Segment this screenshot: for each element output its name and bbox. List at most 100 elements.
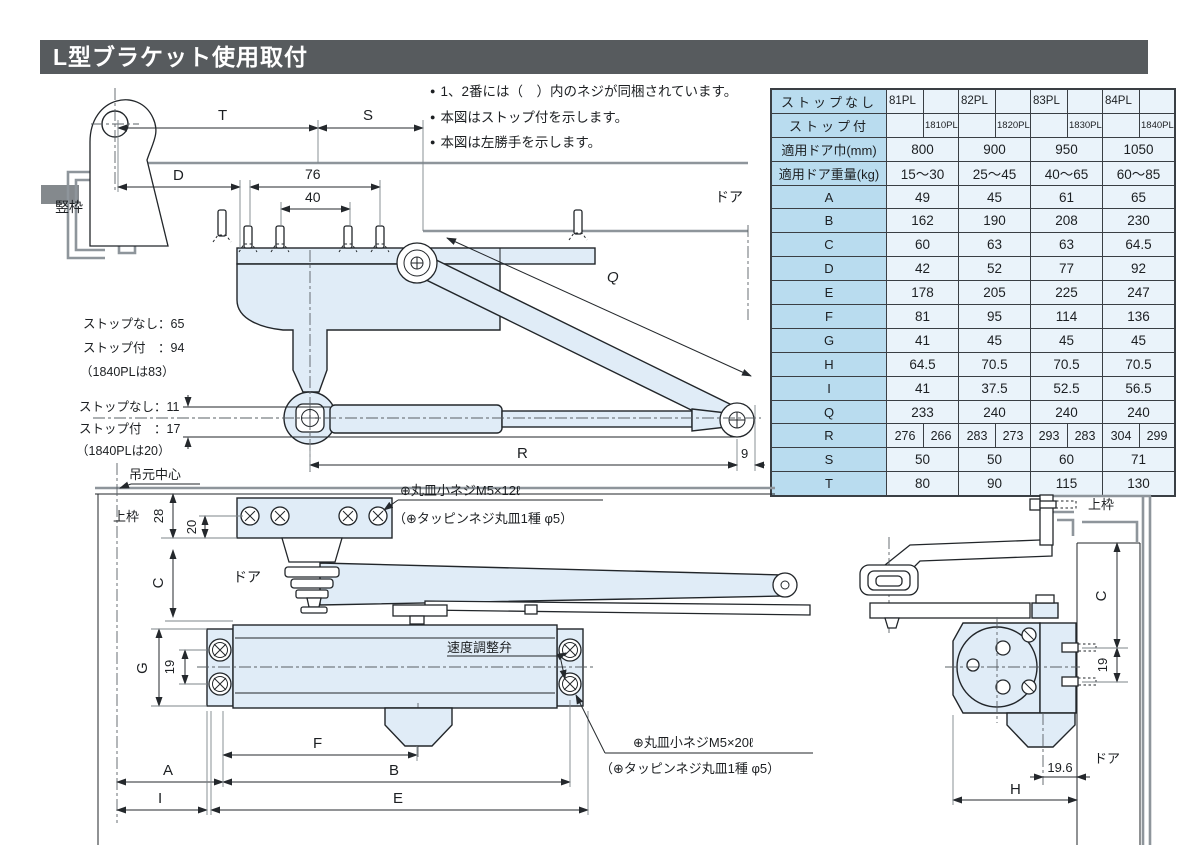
frame-and-door-lines — [95, 463, 775, 845]
table-row-label: H — [770, 351, 887, 377]
annotations-front-view — [119, 481, 813, 754]
dim-label-b: B — [389, 762, 399, 779]
bullet-icon: ● — [430, 86, 436, 96]
dim-label-c: C — [1093, 590, 1110, 601]
screw — [370, 225, 390, 253]
dim-label-d: D — [173, 167, 184, 184]
table-cell: 70.5 — [1102, 351, 1176, 377]
table-row-label: S — [770, 447, 887, 473]
screw-note: （⊕タッピンネジ丸皿1種 φ5） — [600, 761, 780, 776]
dim-label-19-6: 19.6 — [1047, 760, 1072, 775]
table-cell: 266 — [923, 423, 959, 449]
note-line: ● 本図は左勝手を示します。 — [430, 131, 737, 157]
screw — [238, 225, 258, 253]
table-cell: 52 — [958, 256, 1031, 282]
dim-label-t: T — [218, 107, 227, 124]
dim-label-19: 19 — [162, 660, 177, 674]
screw-head — [368, 506, 388, 526]
table-row-label: F — [770, 304, 887, 329]
label-valve: 速度調整弁 — [447, 640, 512, 655]
screw-head — [270, 506, 290, 526]
note-text: 本図は左勝手を示します。 — [440, 135, 602, 150]
dim-label-r: R — [517, 445, 528, 462]
table-cell: 283 — [958, 423, 996, 449]
screw — [338, 225, 358, 253]
bullet-icon: ● — [430, 111, 436, 122]
bracket-and-arm-side-view — [859, 494, 1077, 635]
screw-head — [558, 638, 582, 662]
notes-list: ● 1、2番には（ ）内のネジが同梱されています。 ● 本図はストップ付を示しま… — [430, 80, 737, 157]
dim-label-20: 20 — [184, 520, 199, 534]
table-cell: 83PL — [1030, 88, 1068, 114]
table-cell: 240 — [1102, 399, 1176, 425]
table-cell: 49 — [886, 184, 959, 210]
dim-label-28: 28 — [151, 509, 166, 523]
table-cell: 136 — [1102, 304, 1176, 329]
table-cell — [923, 88, 959, 114]
table-cell: 276 — [886, 423, 924, 449]
stop-note: （1840PLは83） — [80, 365, 175, 379]
table-cell: 178 — [886, 280, 959, 306]
label-uwawaku: 上枠 — [113, 509, 139, 524]
table-cell: 37.5 — [958, 375, 1031, 401]
page-title: L型ブラケット使用取付 — [40, 40, 1148, 74]
dim-label-a: A — [163, 762, 173, 779]
screw-head — [338, 506, 358, 526]
table-cell: 299 — [1139, 423, 1176, 449]
table-cell: 82PL — [958, 88, 996, 114]
table-cell: 293 — [1030, 423, 1068, 449]
side-view-drawing: 上枠 C 19 ドア 19.6 H — [859, 494, 1152, 845]
table-cell: 41 — [886, 327, 959, 353]
bullet-icon: ● — [430, 137, 436, 147]
l-bracket — [89, 88, 169, 247]
table-cell — [958, 112, 996, 138]
table-cell: 247 — [1102, 280, 1176, 306]
table-row-label: 適用ドア重量(kg) — [770, 160, 887, 186]
table-cell: 1050 — [1102, 136, 1176, 162]
table-row-label: A — [770, 184, 887, 210]
table-cell: 64.5 — [1102, 232, 1176, 258]
table-cell: 81 — [886, 304, 959, 329]
table-cell: 283 — [1067, 423, 1103, 449]
dimensions-top-view — [117, 120, 765, 471]
table-cell: 52.5 — [1030, 375, 1103, 401]
label-hinge-center: 吊元中心 — [129, 467, 181, 482]
table-cell: 60〜85 — [1102, 160, 1176, 186]
table-cell: 304 — [1102, 423, 1140, 449]
table-row-label: R — [770, 423, 887, 449]
table-cell: 950 — [1030, 136, 1103, 162]
stop-note: ストップ付 ：94 — [83, 341, 184, 355]
front-view-drawing: 吊元中心 上枠 28 20 C ドア G 19 速度調整弁 ⊕丸皿小ネジM5×1… — [95, 463, 813, 845]
screw-head — [240, 506, 260, 526]
table-cell: 56.5 — [1102, 375, 1176, 401]
table-cell: 225 — [1030, 280, 1103, 306]
table-cell: 61 — [1030, 184, 1103, 210]
table-cell: 1830PL — [1067, 112, 1103, 138]
table-cell: 1840PL — [1139, 112, 1176, 138]
screw — [212, 209, 232, 243]
table-cell: 15〜30 — [886, 160, 959, 186]
table-cell: 1810PL — [923, 112, 959, 138]
labels-top-view: T S D 76 40 Q R 9 竪枠 ドア ストップなし：65 ストップ付 … — [55, 107, 748, 462]
dim-label-i: I — [158, 790, 162, 807]
table-cell: 45 — [1030, 327, 1103, 353]
table-cell — [1030, 112, 1068, 138]
screw-note: ⊕丸皿小ネジM5×12ℓ — [400, 483, 521, 498]
arm-assembly-front-view — [284, 562, 811, 625]
dim-label-h: H — [1010, 781, 1021, 798]
table-cell: 42 — [886, 256, 959, 282]
table-row-label: D — [770, 256, 887, 282]
screw-head — [208, 672, 232, 696]
table-row-label: Q — [770, 399, 887, 425]
note-line: ● 1、2番には（ ）内のネジが同梱されています。 — [430, 80, 737, 106]
dimensions-side-view — [952, 542, 1128, 805]
